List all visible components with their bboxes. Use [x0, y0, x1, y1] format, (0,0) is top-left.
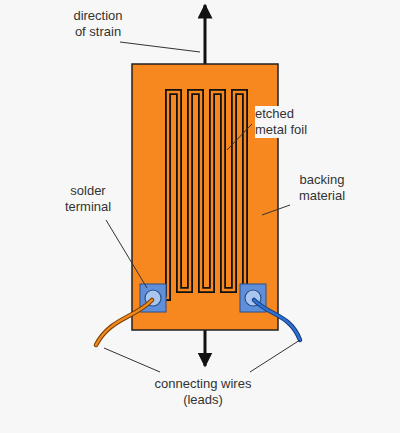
lead-wire — [254, 300, 300, 340]
leader-line — [250, 340, 300, 372]
foil-trace — [153, 92, 253, 298]
strain-label: direction of strain — [69, 8, 127, 40]
etched-foil — [153, 92, 253, 298]
lead-wire — [96, 300, 152, 345]
foil-label: etched metal foil — [255, 106, 317, 138]
leader-line — [227, 124, 252, 150]
leader-line — [106, 220, 147, 288]
terminal-label: solder terminal — [58, 183, 118, 215]
leader-line — [104, 348, 160, 372]
strain-arrow — [204, 5, 207, 66]
backing-material — [132, 64, 278, 330]
leader-line — [262, 205, 290, 215]
lead-wire — [96, 300, 152, 345]
lead-wire — [254, 300, 300, 340]
foil-trace — [153, 92, 253, 298]
leader-line — [120, 42, 200, 52]
strain-arrow — [204, 328, 207, 366]
leads-label: connecting wires (leads) — [146, 376, 260, 408]
backing-label: backing material — [290, 172, 354, 204]
